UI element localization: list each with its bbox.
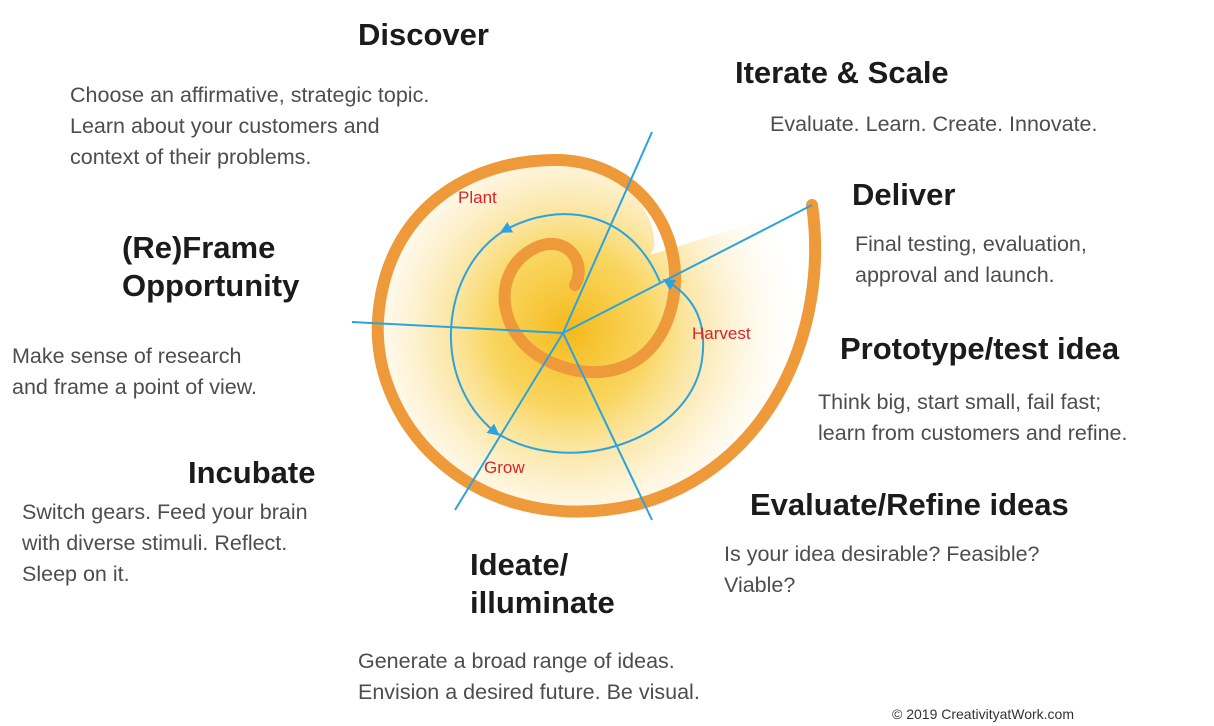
stage-deliver-description-block: Final testing, evaluation, approval and … (855, 229, 1087, 291)
stage-description: Make sense of research and frame a point… (12, 344, 258, 399)
stage-ideate-description-block: Generate a broad range of ideas. Envisio… (358, 646, 700, 708)
stage-description: Think big, start small, fail fast; learn… (818, 390, 1128, 445)
stage-iterate-scale-description-block: Evaluate. Learn. Create. Innovate. (770, 109, 1098, 140)
stage-prototype-description-block: Think big, start small, fail fast; learn… (818, 387, 1128, 449)
stage-title: (Re)Frame Opportunity (122, 230, 300, 303)
stage-reframe: (Re)Frame Opportunity (122, 229, 299, 305)
stage-description: Evaluate. Learn. Create. Innovate. (770, 112, 1098, 136)
stage-discover-description-block: Choose an affirmative, strategic topic. … (70, 80, 429, 173)
stage-description: Is your idea desirable? Feasible? Viable… (724, 542, 1040, 597)
stage-title: Ideate/ illuminate (470, 547, 615, 620)
phase-label-plant: Plant (458, 188, 497, 207)
stage-title: Iterate & Scale (735, 55, 949, 90)
stage-prototype: Prototype/test idea (840, 330, 1119, 368)
stage-incubate-description-block: Switch gears. Feed your brain with diver… (22, 497, 308, 590)
stage-evaluate-description-block: Is your idea desirable? Feasible? Viable… (724, 539, 1040, 601)
divider-line-incubate (454, 332, 564, 511)
stage-title: Incubate (188, 455, 316, 490)
cycle-arrow-right (494, 278, 705, 454)
stage-reframe-description-block: Make sense of research and frame a point… (12, 341, 257, 403)
divider-line-evaluate (562, 332, 653, 521)
stage-title: Evaluate/Refine ideas (750, 487, 1069, 522)
stage-title: Discover (358, 17, 489, 52)
phase-label-grow: Grow (484, 458, 525, 477)
stage-evaluate: Evaluate/Refine ideas (750, 486, 1069, 524)
stage-title: Prototype/test idea (840, 331, 1120, 366)
copyright-text: © 2019 CreativityatWork.com (892, 706, 1075, 722)
divider-line-iterate (562, 131, 653, 334)
stage-description: Switch gears. Feed your brain with diver… (22, 500, 308, 586)
stage-description: Final testing, evaluation, approval and … (855, 232, 1087, 287)
divider-line-deliver (562, 204, 813, 334)
stage-description: Generate a broad range of ideas. Envisio… (358, 649, 700, 704)
divider-line-reframe (351, 321, 564, 334)
stage-description: Choose an affirmative, strategic topic. … (70, 83, 430, 169)
stage-title: Deliver (852, 177, 956, 212)
orange-spiral (371, 153, 822, 518)
stage-deliver: Deliver (852, 176, 955, 214)
stage-iterate-scale: Iterate & Scale (735, 54, 949, 92)
stage-ideate: Ideate/ illuminate (470, 546, 615, 622)
cycle-arrow-top (499, 213, 661, 283)
phase-label-harvest: Harvest (692, 324, 751, 343)
stage-incubate: Incubate (188, 454, 315, 492)
stage-discover: Discover (358, 16, 489, 54)
